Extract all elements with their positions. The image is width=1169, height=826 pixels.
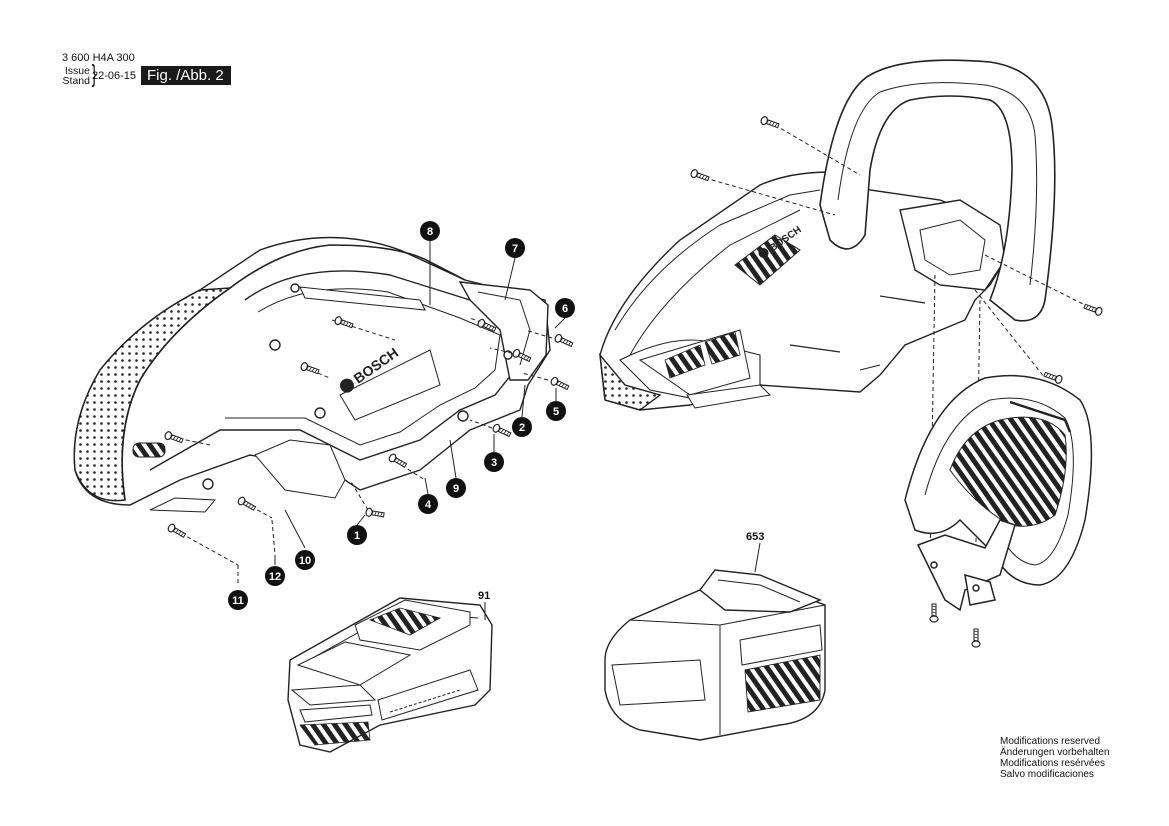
modifications-notice: Modifications reserved Änderungen vorbeh…: [1000, 736, 1110, 780]
handle-shell: [599, 171, 1006, 411]
callout-2-label: 2: [519, 422, 525, 434]
stand-label: Stand: [62, 75, 90, 87]
hand-guard: [904, 374, 1093, 612]
callout-1-label: 1: [354, 530, 360, 542]
callout-6: 6: [555, 298, 575, 318]
issue-stand-label: Issue Stand: [54, 65, 90, 87]
motor-housing-half: [73, 236, 551, 513]
callout-2: 2: [512, 417, 532, 437]
callout-7: 7: [505, 238, 525, 258]
issue-label: Issue: [64, 65, 90, 77]
battery-pack: [287, 597, 493, 753]
issue-date: 22-06-15: [92, 70, 137, 82]
callout-8-label: 8: [427, 226, 433, 238]
callout-4: 4: [418, 494, 438, 514]
callout-5-label: 5: [553, 406, 559, 418]
callout-7-label: 7: [512, 243, 518, 255]
loop-handle: [819, 59, 1056, 322]
callout-3: 3: [484, 452, 504, 472]
callout-1: 1: [347, 525, 367, 545]
part-number: 3 600 H4A 300: [62, 52, 135, 64]
callout-11: 11: [228, 590, 248, 610]
charger: [604, 569, 826, 741]
callout-11-label: 11: [232, 595, 244, 607]
callout-5: 5: [546, 401, 566, 421]
callout-6-label: 6: [562, 303, 568, 315]
callout-9-label: 9: [453, 483, 459, 495]
callout-3-label: 3: [491, 457, 497, 469]
callout-10: 10: [295, 550, 315, 570]
callout-9: 9: [446, 478, 466, 498]
callout-12-label: 12: [269, 571, 281, 583]
battery-part-label: 91: [478, 590, 490, 602]
note-german: Änderungen vorbehalten: [1000, 747, 1110, 758]
note-spanish: Salvo modificaciones: [1000, 769, 1094, 780]
callout-4-label: 4: [425, 499, 432, 511]
callout-8: 8: [420, 221, 440, 241]
callout-10-label: 10: [299, 555, 311, 567]
note-english: Modifications reserved: [1000, 736, 1101, 747]
note-french: Modifications resérvées: [1000, 758, 1106, 769]
charger-part-label: 653: [746, 531, 764, 543]
figure-label: Fig. /Abb. 2: [141, 66, 231, 85]
callout-leaders: [274, 241, 566, 565]
brace-symbol: }: [91, 60, 97, 88]
callout-12: 12: [265, 566, 285, 586]
